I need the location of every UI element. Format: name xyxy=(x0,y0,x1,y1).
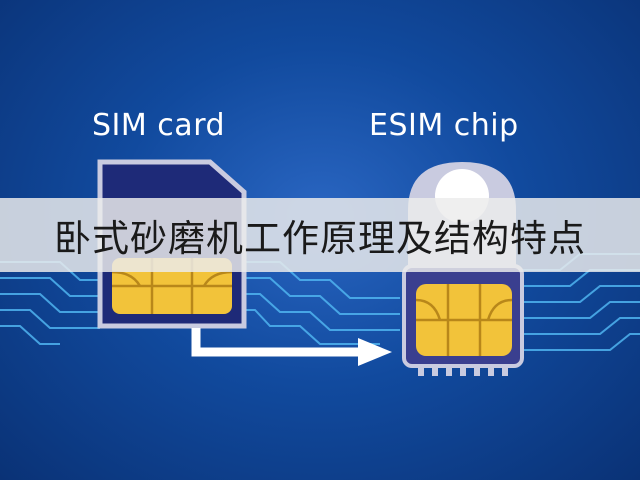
title-banner: 卧式砂磨机工作原理及结构特点 xyxy=(0,198,640,272)
sim-card-label: SIM card xyxy=(92,108,226,143)
transfer-arrow xyxy=(191,328,392,366)
esim-chip-label: ESIM chip xyxy=(369,108,519,143)
banner-title: 卧式砂磨机工作原理及结构特点 xyxy=(54,217,586,260)
